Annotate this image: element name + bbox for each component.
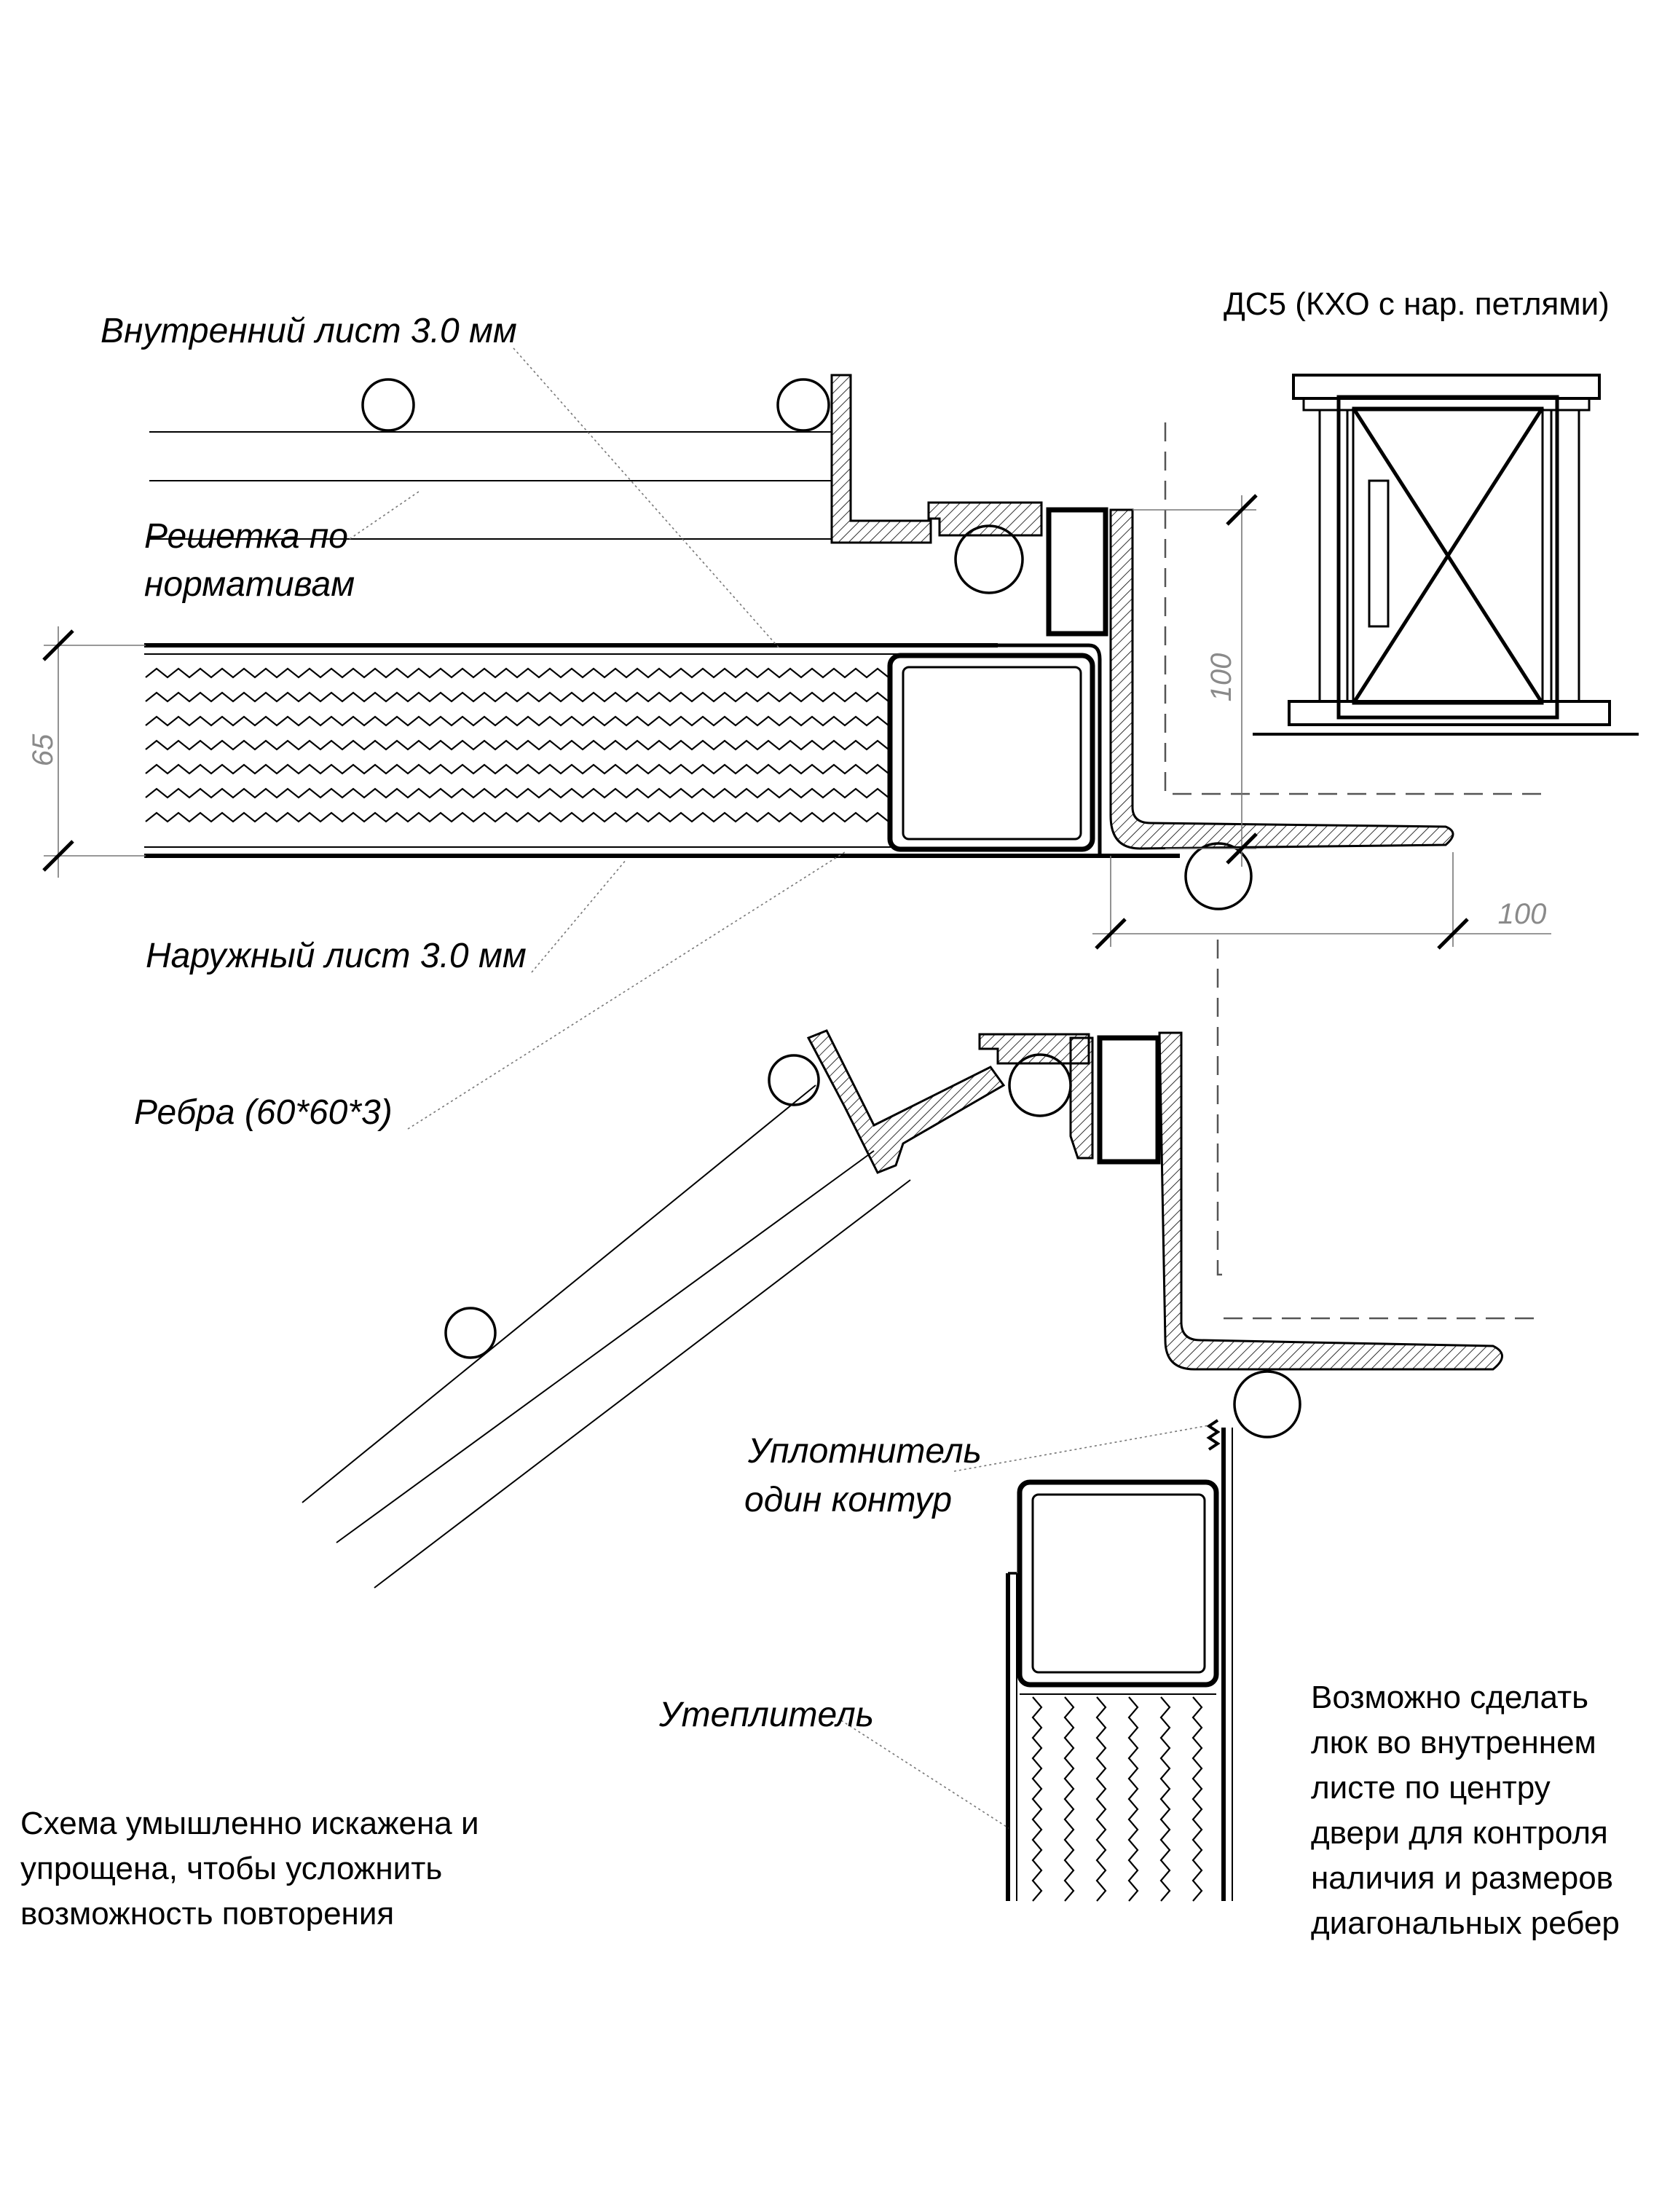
seal-zigzag bbox=[1206, 1419, 1221, 1451]
label-outer-sheet: Наружный лист 3.0 мм bbox=[146, 937, 527, 975]
note-right: Возможно сделать люк во внутреннем листе… bbox=[1311, 1680, 1620, 1941]
rib-tube bbox=[1017, 1479, 1219, 1688]
label-seal-line2: один контур bbox=[744, 1481, 952, 1519]
dimension-65: 65 bbox=[27, 626, 146, 878]
insulation-zigzag-line bbox=[1191, 1696, 1203, 1902]
insulation-zigzag-line bbox=[1031, 1696, 1043, 1902]
seal-block bbox=[1097, 1035, 1161, 1165]
dimension-100-horizontal: 100 bbox=[1092, 852, 1551, 950]
opening-dashed-line bbox=[1216, 940, 1224, 1276]
diagonal-leaf-lines bbox=[302, 1085, 911, 1589]
frame-profile bbox=[1109, 508, 1454, 850]
note-left: Схема умышленно искажена и упрощена, что… bbox=[20, 1806, 479, 1932]
note-right-line: наличия и размеров bbox=[1311, 1860, 1613, 1896]
grid-rod-circle bbox=[361, 378, 415, 432]
insulation-zigzag-line bbox=[1127, 1696, 1139, 1902]
insulation-zigzag-line bbox=[145, 811, 911, 823]
leaf-end-cap bbox=[998, 643, 1102, 856]
open-door-section bbox=[302, 1029, 1544, 1902]
lower-frame-post bbox=[1006, 1428, 1233, 1901]
door-elevation-thumbnail bbox=[1253, 374, 1639, 736]
dim-100-vertical-text: 100 bbox=[1205, 653, 1237, 702]
label-insulation: Утеплитель bbox=[658, 1696, 874, 1734]
inner-grid-lines bbox=[149, 431, 832, 540]
seal-clip bbox=[1069, 1036, 1094, 1160]
dimension-100-vertical: 100 bbox=[1133, 494, 1258, 867]
hinge-circle bbox=[1184, 842, 1253, 910]
diagonal-angle-profile bbox=[806, 1029, 1006, 1174]
hinge-circle bbox=[1233, 1370, 1301, 1438]
note-left-line: Схема умышленно искажена и bbox=[20, 1806, 479, 1841]
inner-angle-profile bbox=[830, 374, 932, 544]
dim-65-text: 65 bbox=[27, 733, 59, 766]
label-seal-line1: Уплотнитель bbox=[747, 1432, 982, 1471]
opening-dashed-line bbox=[1164, 422, 1544, 795]
insulation-zigzag-line bbox=[1095, 1696, 1107, 1902]
note-right-line: диагональных ребер bbox=[1311, 1905, 1620, 1941]
label-grid-line2: нормативам bbox=[144, 565, 355, 604]
insulation-zigzag-line bbox=[145, 763, 911, 775]
hinge-bracket bbox=[978, 1033, 1090, 1065]
insulation-zigzag bbox=[145, 667, 911, 823]
grid-rod-circle bbox=[444, 1307, 497, 1359]
label-ribs: Ребра (60*60*3) bbox=[134, 1093, 393, 1132]
grid-rod-circle bbox=[776, 378, 830, 432]
insulation-zigzag-line bbox=[145, 667, 911, 679]
dim-100-horizontal-text: 100 bbox=[1498, 898, 1547, 930]
insulation-zigzag bbox=[1031, 1696, 1203, 1902]
note-right-line: люк во внутреннем bbox=[1311, 1725, 1596, 1760]
insulation-zigzag-line bbox=[145, 739, 911, 751]
insulation-zigzag-line bbox=[1159, 1696, 1171, 1902]
leader-lines bbox=[349, 347, 1210, 1829]
hinge-circle bbox=[954, 524, 1024, 594]
frame-profile bbox=[1158, 1031, 1503, 1371]
note-right-line: двери для контроля bbox=[1311, 1815, 1608, 1851]
label-grid-line1: Решетка по bbox=[144, 517, 348, 556]
seal-block bbox=[1046, 507, 1108, 637]
note-right-line: листе по центру bbox=[1311, 1770, 1551, 1806]
diagram-title: ДС5 (КХО с нар. петлями) bbox=[1224, 286, 1610, 322]
closed-door-section: 65 100 100 bbox=[27, 374, 1551, 1276]
rib-tube bbox=[887, 653, 1095, 852]
label-inner-sheet: Внутренний лист 3.0 мм bbox=[101, 312, 517, 350]
insulation-zigzag-line bbox=[145, 691, 911, 703]
door-leaf bbox=[144, 643, 1180, 858]
hinge-circle bbox=[1008, 1053, 1072, 1117]
note-left-line: возможность повторения bbox=[20, 1896, 394, 1932]
note-left-line: упрощена, чтобы усложнить bbox=[20, 1851, 442, 1886]
insulation-zigzag-line bbox=[1063, 1696, 1075, 1902]
note-right-line: Возможно сделать bbox=[1311, 1680, 1588, 1715]
grid-rod-circle bbox=[768, 1054, 820, 1106]
hinge-bracket bbox=[927, 501, 1043, 537]
insulation-zigzag-line bbox=[145, 715, 911, 727]
insulation-zigzag-line bbox=[145, 787, 911, 799]
